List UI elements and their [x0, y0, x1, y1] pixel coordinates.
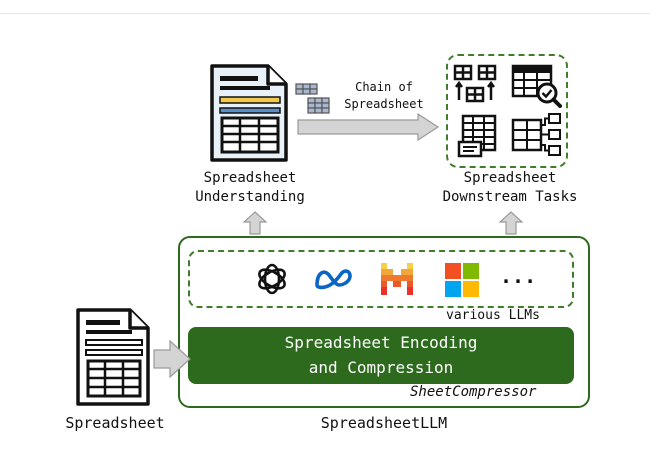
chain-of-label-line2: Spreadsheet	[344, 97, 424, 111]
downstream-label-line1: Spreadsheet	[463, 170, 557, 186]
spreadsheetllm-box	[178, 236, 590, 408]
sheetcompressor-box	[188, 327, 574, 384]
openai-logo-icon	[258, 263, 286, 295]
various-llms-label: various LLMs	[446, 308, 540, 323]
input-spreadsheet-icon	[76, 308, 150, 406]
llms-box	[188, 250, 574, 308]
up-arrow-downstream	[498, 211, 524, 235]
microsoft-logo-icon	[445, 263, 479, 297]
grid-chain-icon	[295, 83, 330, 114]
table-merge-icon	[453, 64, 497, 103]
meta-logo-icon	[315, 269, 352, 290]
up-arrow-understanding	[242, 211, 268, 235]
spreadsheetllm-label: SpreadsheetLLM	[320, 414, 448, 432]
sheetcompressor-label: SheetCompressor	[410, 384, 537, 400]
encoder-title-line1: Spreadsheet Encoding	[284, 333, 478, 352]
encoder-title-line2: and Compression	[308, 358, 454, 377]
chain-of-label-line1: Chain of	[355, 80, 413, 94]
downstream-label-line2: Downstream Tasks	[442, 189, 578, 205]
mistral-logo-icon	[381, 263, 413, 295]
input-arrow	[153, 339, 191, 379]
input-spreadsheet-label: Spreadsheet	[65, 414, 165, 432]
understanding-label-line2: Understanding	[195, 189, 305, 205]
downstream-tasks-box	[446, 54, 568, 168]
chain-arrow	[297, 112, 440, 142]
understanding-label-line1: Spreadsheet	[203, 170, 297, 186]
table-structure-icon	[511, 113, 561, 156]
table-report-icon	[457, 114, 497, 158]
table-search-icon	[511, 64, 562, 108]
top-divider	[0, 0, 650, 14]
spreadsheet-understanding-icon	[210, 64, 288, 162]
more-llms-ellipsis: ...	[500, 264, 537, 288]
